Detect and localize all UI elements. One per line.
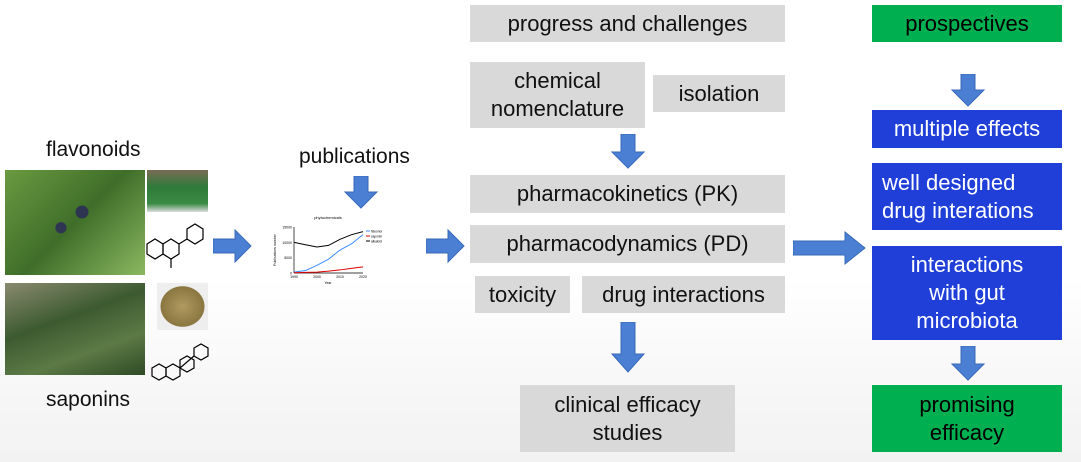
- toxicity-box: toxicity: [475, 276, 570, 313]
- legend-label: flavonoids: [371, 229, 382, 233]
- x-tick-label: 1990: [290, 275, 298, 279]
- arrow-right-icon: [426, 228, 465, 264]
- chart-title: phytochemicals: [314, 215, 342, 220]
- x-tick-label: 2010: [336, 275, 344, 279]
- flavone-structure-icon: [146, 223, 204, 268]
- isolation-box: isolation: [653, 75, 785, 112]
- y-tick-label: 15000: [282, 226, 292, 230]
- arrow-down-icon: [950, 346, 986, 381]
- saponins-label: saponins: [46, 388, 131, 411]
- series-line-saponins: [293, 266, 364, 274]
- legend-label: saponins: [371, 234, 382, 238]
- flavonoid-plant-photo: [5, 170, 145, 275]
- arrow-down-icon: [610, 322, 646, 373]
- prospectives-box: prospectives: [872, 5, 1062, 42]
- triterpene-structure-icon: [151, 343, 209, 381]
- pharmacokinetics-box: pharmacokinetics (PK): [470, 175, 785, 213]
- pharmacodynamics-box: pharmacodynamics (PD): [470, 225, 785, 263]
- y-axis-label: Publications number: [273, 233, 277, 266]
- arrow-right-icon: [793, 230, 866, 266]
- series-line-flavonoids: [293, 234, 364, 273]
- y-tick-label: 5000: [284, 256, 292, 260]
- progress-challenges-box: progress and challenges: [470, 5, 785, 42]
- publications-chart: phytochemicals 0 5000 10000 15000 1990 2000 201…: [273, 215, 382, 285]
- drug-interactions-box: drug interactions: [582, 276, 785, 313]
- legend-label: alkaloids: [371, 239, 382, 243]
- arrow-right-icon: [213, 228, 252, 264]
- arrow-down-icon: [610, 134, 646, 169]
- publications-label: publications: [299, 145, 410, 168]
- series-line-alkaloids: [293, 231, 364, 248]
- y-tick-label: 0: [290, 272, 292, 276]
- x-tick-label: 2020: [359, 275, 367, 279]
- saponin-plant-photo: [5, 283, 145, 375]
- x-tick-label: 2000: [313, 275, 321, 279]
- arrow-down-icon: [950, 74, 986, 107]
- arrow-down-icon: [343, 176, 379, 209]
- x-axis-label: Year: [324, 281, 332, 285]
- multiple-effects-box: multiple effects: [872, 110, 1062, 148]
- y-tick-label: 10000: [282, 241, 292, 245]
- flavonoids-label: flavonoids: [46, 138, 141, 161]
- tea-cake-photo: [147, 170, 208, 212]
- herb-powder-photo: [157, 283, 208, 330]
